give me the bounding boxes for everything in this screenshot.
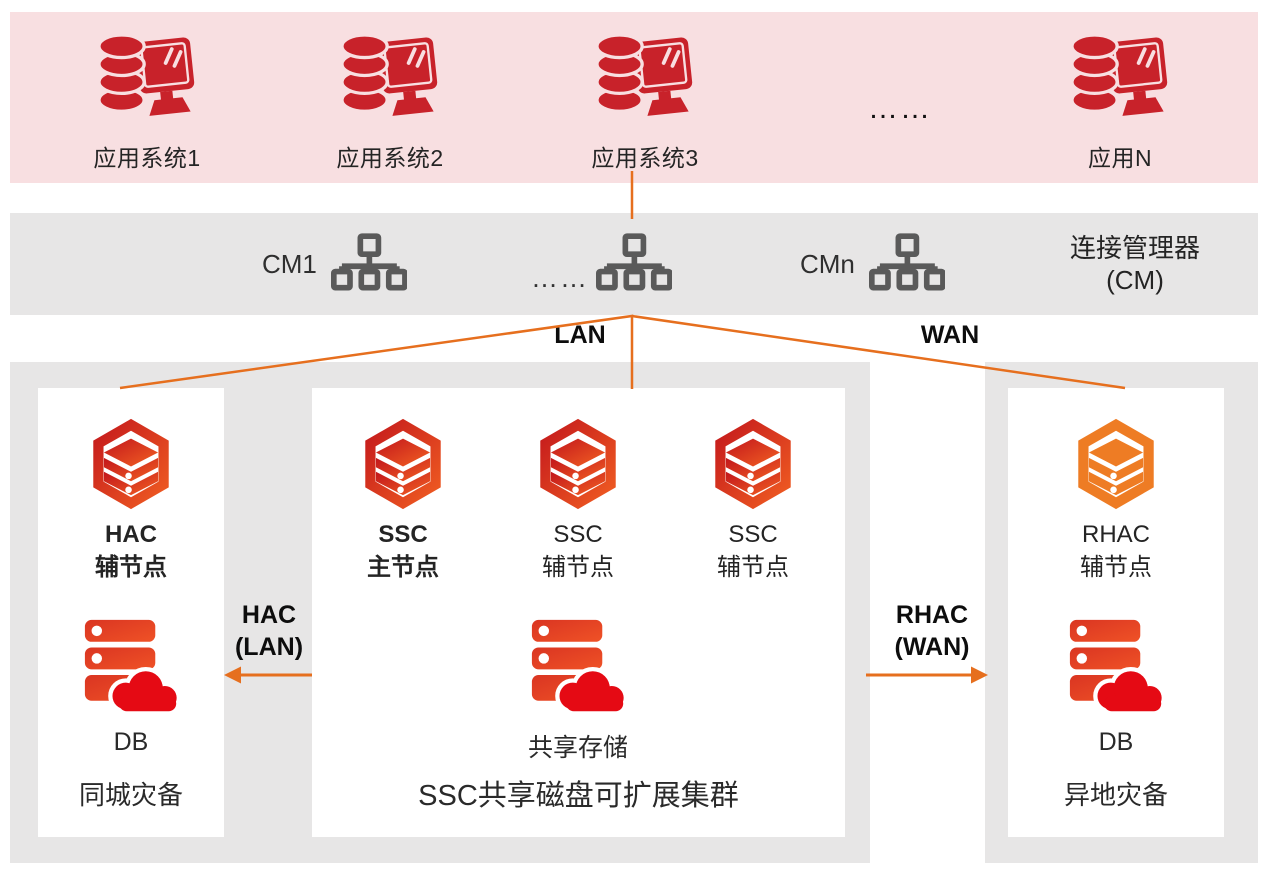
hac-node: HAC 辅节点	[56, 418, 206, 584]
db-label: DB	[1098, 728, 1134, 756]
ssc-standby-node-2: SSC 辅节点	[678, 418, 828, 584]
cm-middle-group	[596, 213, 672, 315]
wan-label: WAN	[920, 321, 980, 349]
network-hierarchy-icon	[331, 233, 407, 295]
shared-storage-label: 共享存储	[527, 734, 628, 762]
hac-lan-link-label: HAC (LAN)	[234, 601, 304, 661]
app-system-1: 应用系统1	[62, 34, 232, 173]
database-monitor-icon	[1069, 34, 1171, 132]
ssc-standby-label: SSC 辅节点	[717, 521, 789, 581]
ssc-standby-node-1: SSC 辅节点	[503, 418, 653, 584]
connection-manager-band: CM1 …… CMn 连接管理器 (CM)	[10, 213, 1258, 315]
shared-storage: 共享存储	[498, 618, 658, 764]
app-system-label: 应用N	[1087, 145, 1153, 171]
ssc-primary-label: SSC 主节点	[367, 521, 439, 581]
rhac-wan-link-label: RHAC (WAN)	[894, 601, 970, 661]
app-system-3: 应用系统3	[560, 34, 730, 173]
app-system-label: 应用系统3	[591, 145, 699, 171]
cm-title-line1: 连接管理器	[1069, 233, 1200, 263]
application-band: 应用系统1 应用系统2 应用系统3 …… 应用N	[10, 12, 1258, 183]
cm-title-line2: (CM)	[1106, 265, 1164, 295]
hexagon-server-icon	[90, 418, 172, 510]
app-system-label: 应用系统2	[336, 145, 444, 171]
server-cloud-icon	[81, 618, 182, 715]
cmn-label: CMn	[800, 248, 855, 279]
app-system-n: 应用N	[1035, 34, 1205, 173]
rhac-node-label: RHAC 辅节点	[1080, 521, 1152, 581]
network-hierarchy-icon	[596, 233, 672, 295]
hac-node-label: HAC 辅节点	[95, 521, 167, 581]
database-monitor-icon	[594, 34, 696, 132]
hexagon-server-icon	[537, 418, 619, 510]
apps-ellipsis: ……	[868, 92, 932, 125]
hac-standby-box: HAC 辅节点 DB 同城灾备	[38, 388, 224, 837]
app-system-2: 应用系统2	[305, 34, 475, 173]
hexagon-server-icon	[1075, 418, 1157, 510]
cmn-group: CMn	[800, 213, 945, 315]
cm-ellipsis: ……	[531, 263, 589, 293]
network-hierarchy-icon	[869, 233, 945, 295]
ssc-standby-label: SSC 辅节点	[542, 521, 614, 581]
hac-box-caption: 同城灾备	[78, 780, 183, 810]
server-cloud-icon	[1066, 618, 1167, 715]
hac-db-storage: DB	[51, 618, 211, 757]
connection-manager-title: 连接管理器 (CM)	[1030, 232, 1240, 296]
cm1-group: CM1	[262, 213, 407, 315]
hexagon-server-icon	[362, 418, 444, 510]
lan-label: LAN	[554, 321, 606, 349]
ssc-primary-node: SSC 主节点	[328, 418, 478, 584]
rhac-box-caption: 异地灾备	[1063, 780, 1168, 810]
rhac-db-storage: DB	[1036, 618, 1196, 757]
cm1-label: CM1	[262, 248, 317, 279]
server-cloud-icon	[528, 618, 629, 715]
rhac-node: RHAC 辅节点	[1041, 418, 1191, 584]
database-monitor-icon	[339, 34, 441, 132]
hexagon-server-icon	[712, 418, 794, 510]
rhac-standby-box: RHAC 辅节点 DB 异地灾备	[1008, 388, 1224, 837]
ssc-cluster-box: SSC 主节点 SSC 辅节点 SSC 辅节点 共享存储 SSC共享磁盘可扩展集…	[312, 388, 845, 837]
db-label: DB	[113, 728, 149, 756]
ssc-box-caption: SSC共享磁盘可扩展集群	[418, 780, 739, 812]
database-monitor-icon	[96, 34, 198, 132]
app-system-label: 应用系统1	[93, 145, 201, 171]
